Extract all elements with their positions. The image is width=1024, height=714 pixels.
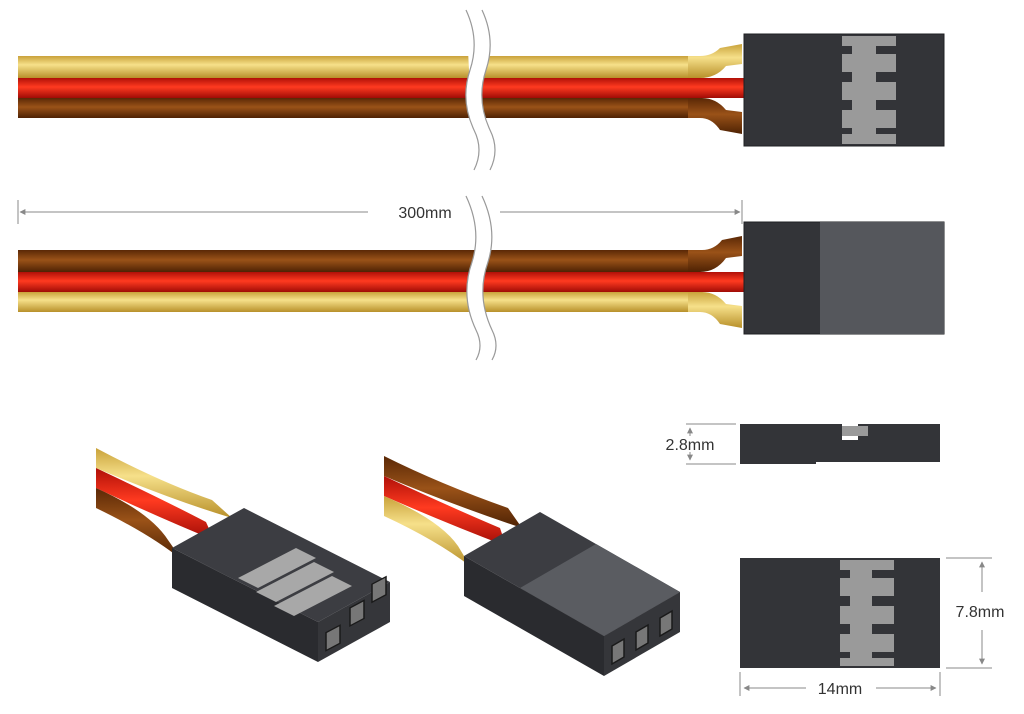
iso-f-left-face (172, 548, 318, 662)
length-dimension: 300mm (17, 200, 743, 224)
depth-label: 14mm (818, 681, 862, 698)
top-cable-break-mark (465, 9, 496, 171)
iso-male-connector (384, 456, 680, 676)
front-view-contacts (840, 560, 894, 666)
width-label: 7.8mm (956, 604, 1005, 621)
iso-f-wire-yellow (96, 448, 232, 518)
mid-wire-red (18, 272, 690, 292)
iso-m-wire-yellow (384, 496, 470, 566)
side-view: 2.8mm (666, 423, 940, 465)
top-wire-yellow-bend (688, 44, 742, 78)
mid-connector-cover (820, 222, 944, 334)
iso-f-contacts (238, 548, 352, 616)
iso-m-wire-red (384, 476, 506, 546)
top-cable-assembly (18, 9, 945, 171)
top-wire-yellow (18, 56, 690, 78)
height-label: 2.8mm (666, 437, 715, 454)
iso-f-wire-brown (96, 488, 182, 560)
top-wire-red (18, 78, 690, 98)
top-wire-red-tail (688, 78, 744, 98)
top-connector-contacts (842, 36, 896, 144)
mid-cable-break-mark (465, 195, 497, 361)
top-wire-brown (18, 98, 690, 118)
iso-f-wire-red (96, 468, 214, 540)
front-view: 7.8mm 14mm (739, 557, 1005, 698)
middle-cable-assembly (18, 195, 945, 361)
iso-m-cover (520, 544, 680, 636)
mid-wire-brown (18, 250, 690, 272)
top-wire-brown-bend (688, 98, 742, 134)
iso-m-pin-holes (611, 609, 673, 666)
iso-m-wire-brown (384, 456, 522, 528)
iso-m-left-face (464, 556, 604, 676)
mid-wire-yellow (18, 292, 690, 312)
side-view-contact (842, 426, 868, 436)
side-view-profile (740, 424, 940, 464)
iso-f-pin-holes (325, 575, 387, 652)
mid-wire-yellow-bend (688, 292, 742, 328)
mid-wire-brown-bend (688, 236, 742, 272)
iso-female-connector (96, 448, 390, 662)
length-label: 300mm (398, 205, 451, 222)
mid-wire-red-tail (688, 272, 744, 292)
